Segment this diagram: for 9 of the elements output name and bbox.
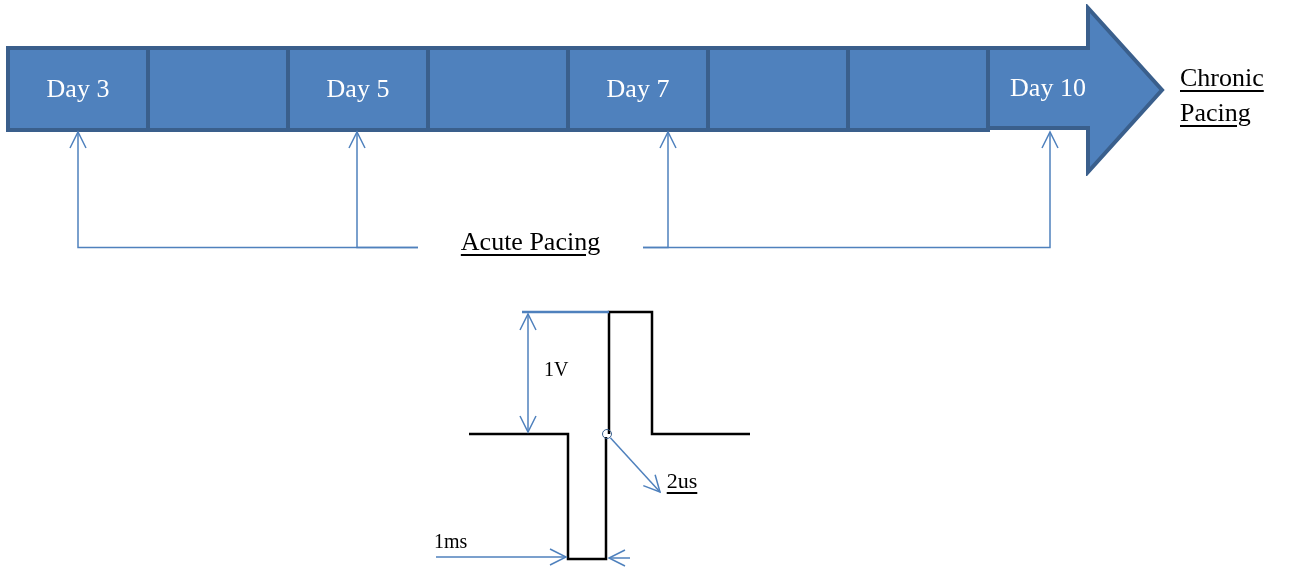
dimension-label: 1V [544, 358, 569, 381]
underlined-text: 2us [666, 468, 698, 494]
arrow [642, 131, 1059, 249]
arrow [609, 436, 661, 493]
dimension-label: 1ms [434, 530, 468, 553]
underlined-text: Acute Pacing [460, 227, 601, 257]
arrow [348, 131, 419, 249]
day-label: Day 10 [1010, 73, 1086, 103]
chronic-pacing-label: Chronic Pacing [1180, 62, 1265, 130]
